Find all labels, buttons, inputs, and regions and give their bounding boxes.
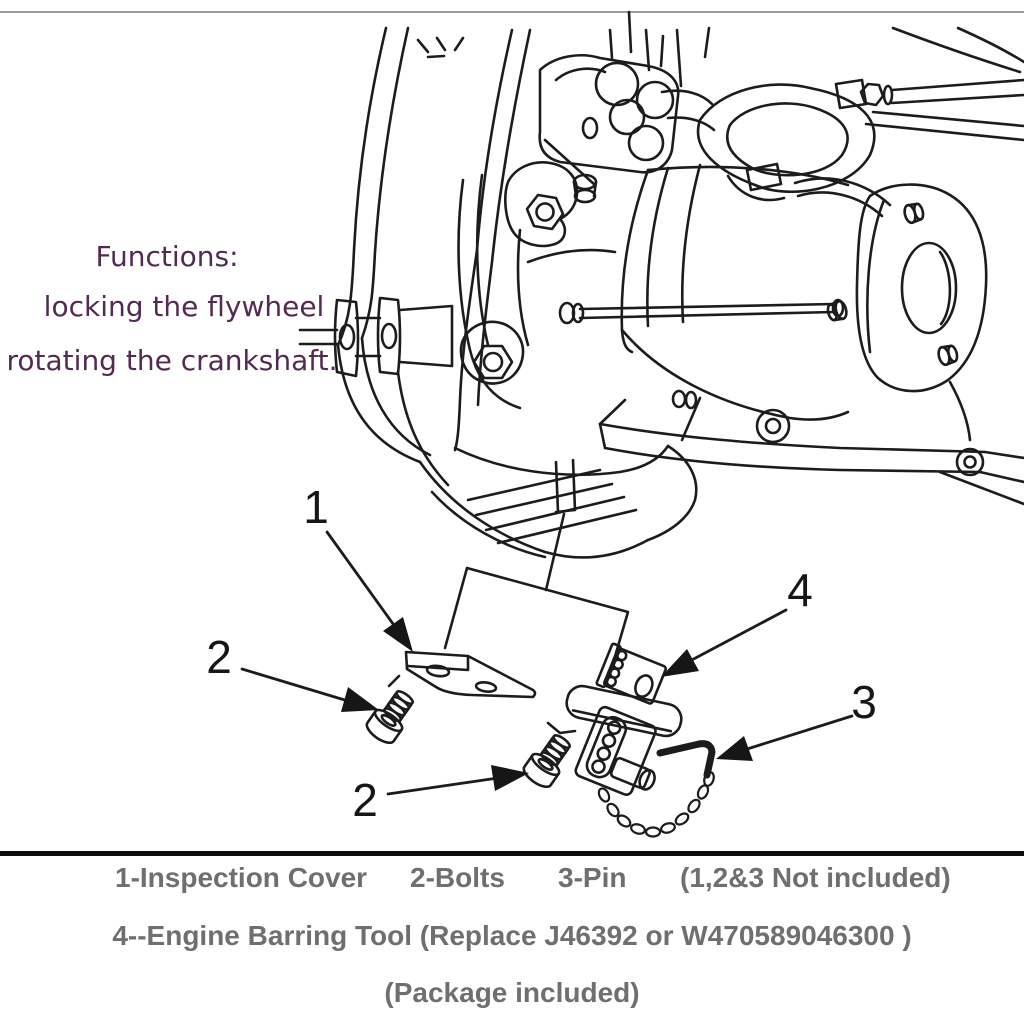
bolt-b-leader: [546, 721, 577, 735]
arrow-1: [325, 530, 413, 652]
functions-line-1: locking the flywheel: [43, 290, 325, 323]
through-rod: [558, 298, 845, 325]
flywheel-opening: [396, 370, 698, 559]
wiring-harness: [696, 78, 1024, 202]
solenoid-terminals: [538, 54, 716, 204]
arrow-2b: [386, 765, 529, 796]
barring-tool: [565, 642, 715, 838]
callout-1-label: 1: [303, 481, 329, 533]
starter-end-cap: [826, 183, 988, 393]
functions-title: Functions:: [95, 240, 239, 273]
mounting-bolts: [459, 161, 579, 385]
arrow-4: [661, 608, 788, 677]
divider-line: [0, 851, 1024, 856]
callout-3-label: 3: [851, 676, 877, 728]
pin: [656, 740, 716, 779]
callout-2a-label: 2: [206, 631, 232, 683]
tool-chain: [597, 771, 715, 838]
bolt-b: [522, 734, 571, 789]
top-hairline: [0, 11, 1024, 13]
lower-support-bracket: [598, 389, 1024, 506]
legend-item-2: 2-Bolts: [410, 862, 505, 893]
legend-line-2: 4--Engine Barring Tool (Replace J46392 o…: [112, 920, 912, 951]
legend-item-3: 3-Pin: [558, 862, 627, 893]
legend-line-3: (Package included): [384, 977, 640, 1008]
callout-arrows: [240, 530, 854, 796]
arrow-2a: [240, 667, 379, 712]
bolt-a: [365, 690, 414, 745]
legend-item-note: (1,2&3 Not included): [680, 862, 951, 893]
housing-flange: [298, 296, 454, 378]
bell-housing: [298, 10, 1024, 464]
legend-item-1: 1-Inspection Cover: [115, 862, 368, 893]
arrow-3: [716, 714, 854, 761]
callout-2b-label: 2: [352, 774, 378, 826]
inspection-cover: [387, 650, 537, 699]
starter-motor: [526, 163, 988, 442]
callout-4-label: 4: [787, 564, 813, 616]
functions-line-2: rotating the crankshaft.: [6, 344, 338, 377]
